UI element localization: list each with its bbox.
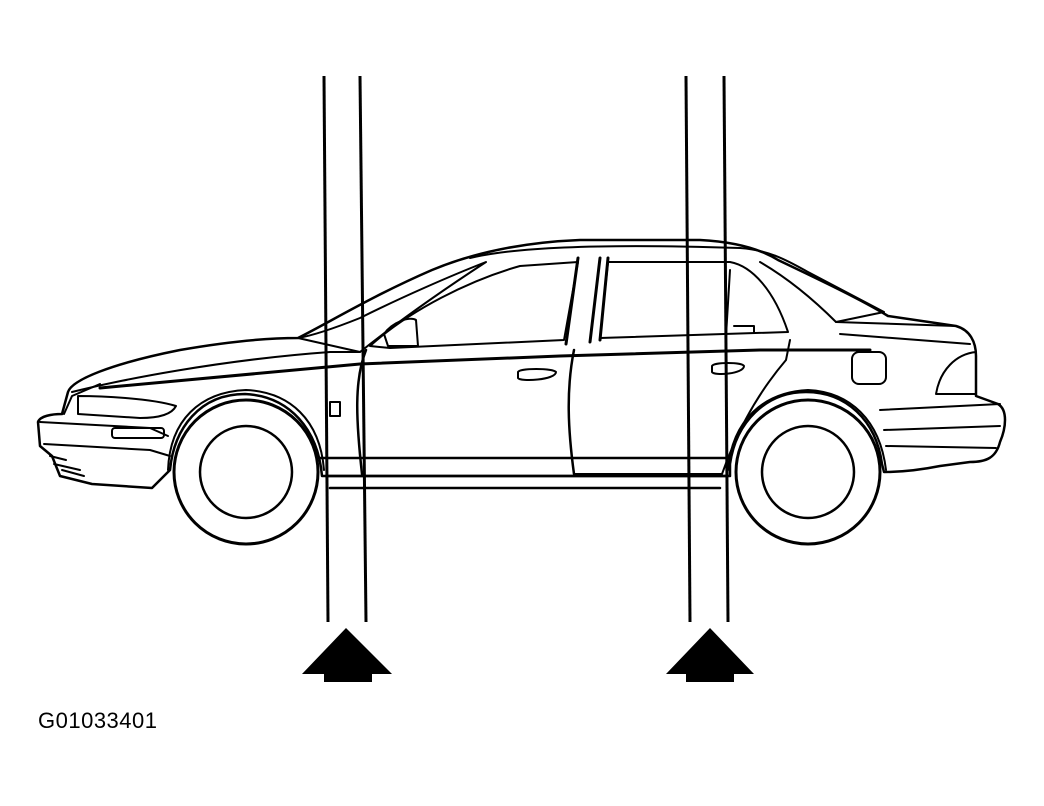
rear-wheel-arch (727, 389, 887, 471)
car-body-outline (36, 238, 1007, 490)
front-lift-line-left (322, 75, 330, 623)
car-side-view (36, 238, 1007, 546)
tail-light (935, 351, 977, 395)
rocker-panel (318, 456, 732, 490)
rear-wheel (727, 389, 887, 546)
fuel-door (851, 351, 887, 385)
front-door-handle (517, 368, 557, 381)
side-marker (329, 401, 341, 417)
rear-bumper (879, 403, 1001, 449)
front-wheel (167, 389, 325, 546)
figure-id: G01033401 (38, 708, 158, 733)
lift-point-front (302, 75, 392, 682)
rear-lift-line-left (684, 75, 692, 623)
front-marker-light (111, 427, 165, 439)
rear-rim (760, 424, 856, 520)
rear-lift-line-right (722, 75, 730, 623)
rear-tire (734, 398, 882, 546)
up-arrow-icon (666, 628, 754, 682)
front-rim (198, 424, 294, 520)
hood-line (71, 351, 361, 393)
front-vent (49, 455, 85, 477)
front-tire (172, 398, 320, 546)
front-lift-line-right (358, 75, 368, 623)
trunk-lid (835, 321, 971, 345)
headlight (77, 395, 177, 419)
rear-door-handle (711, 362, 745, 375)
front-window (369, 261, 579, 349)
rear-quarter-window (725, 269, 755, 337)
rear-window (599, 261, 789, 339)
front-wheel-arch (167, 389, 325, 471)
front-bumper (39, 383, 171, 457)
beltline (98, 348, 872, 390)
windshield (297, 261, 487, 353)
up-arrow-icon (302, 628, 392, 682)
side-mirror (383, 317, 419, 347)
roof-line (469, 245, 885, 323)
lift-point-rear (666, 75, 754, 682)
